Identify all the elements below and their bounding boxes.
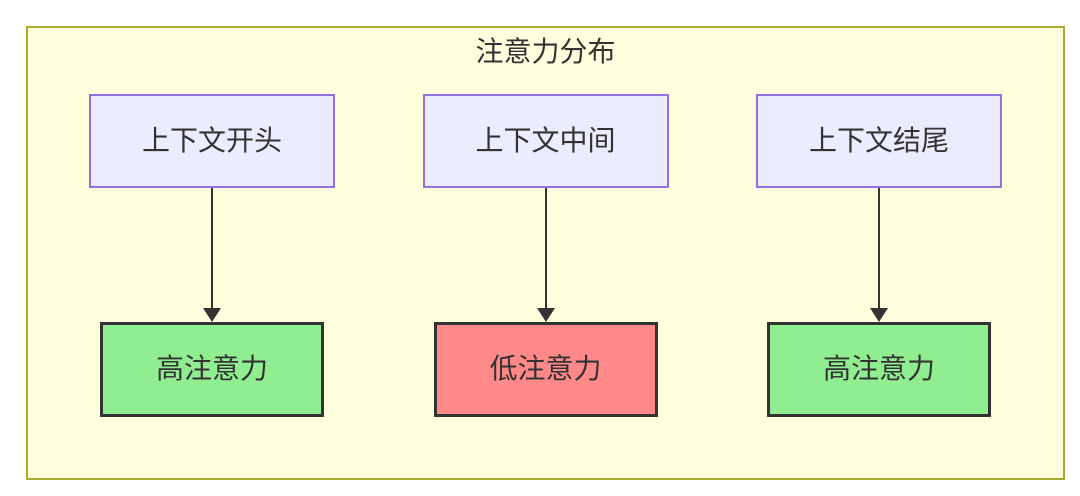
context-start-label: 上下文开头 [141, 123, 282, 157]
arrow-down [536, 187, 555, 322]
flowchart-canvas: 注意力分布 上下文开头 高注意力 上下文中间 低注意力 [26, 26, 1065, 480]
flow-column-middle: 上下文中间 低注意力 [422, 93, 669, 417]
diagram-title: 注意力分布 [475, 35, 616, 68]
arrow-head-icon [203, 307, 221, 322]
arrow-down [203, 187, 221, 322]
flow-column-start: 上下文开头 高注意力 [89, 93, 335, 417]
arrow-head-icon [870, 307, 888, 322]
context-middle-label: 上下文中间 [475, 123, 616, 157]
arrow-line [211, 187, 213, 308]
attention-high-node: 高注意力 [767, 321, 991, 417]
arrow-down [870, 187, 888, 322]
context-start-node: 上下文开头 [89, 93, 335, 188]
arrow-line [544, 187, 547, 308]
arrow-line [878, 187, 880, 308]
attention-high-node: 高注意力 [100, 321, 324, 417]
flow-columns-row: 上下文开头 高注意力 上下文中间 低注意力 上下文结 [28, 93, 1063, 417]
context-end-node: 上下文结尾 [756, 93, 1002, 188]
context-end-label: 上下文结尾 [808, 123, 949, 157]
attention-low-node: 低注意力 [433, 321, 658, 417]
arrow-head-icon [536, 307, 555, 322]
attention-high-label: 高注意力 [155, 352, 268, 386]
attention-low-label: 低注意力 [489, 352, 602, 386]
context-middle-node: 上下文中间 [422, 93, 669, 188]
flow-column-end: 上下文结尾 高注意力 [756, 93, 1002, 417]
attention-high-label: 高注意力 [822, 352, 935, 386]
